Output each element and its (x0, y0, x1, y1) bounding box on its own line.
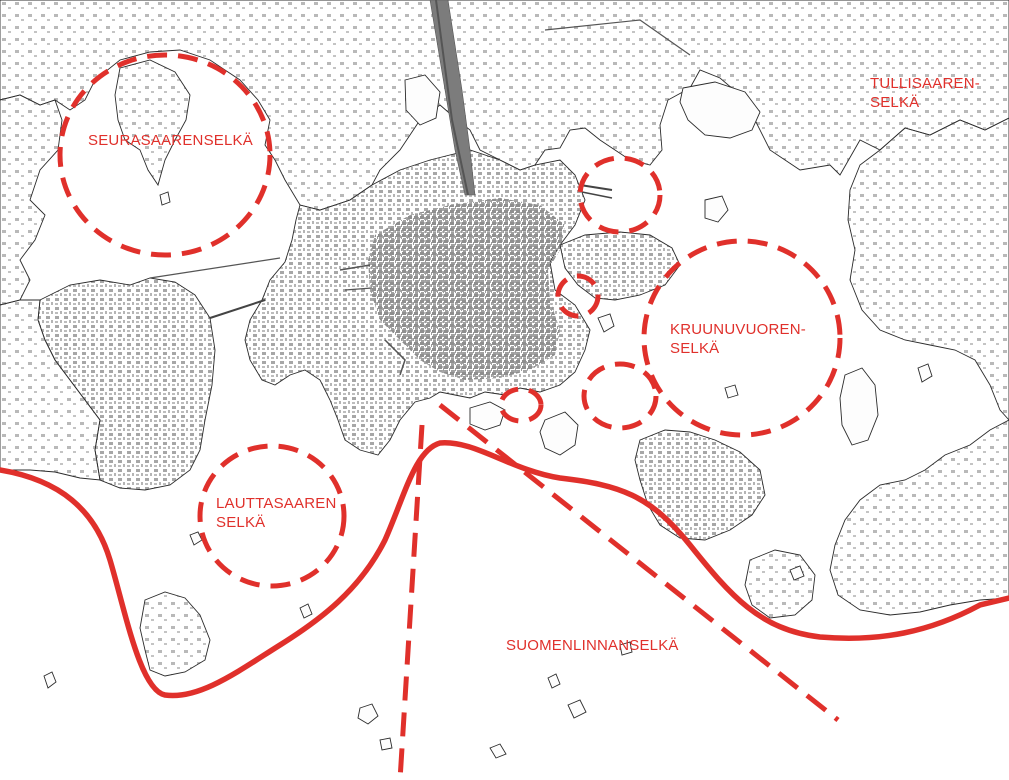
label-tullisaaren-line1: TULLISAAREN- (870, 75, 980, 92)
label-lauttasaaren-line1: LAUTTASAAREN (216, 495, 337, 512)
label-seurasaarenselka-text: SEURASAARENSELKÄ (88, 132, 253, 149)
islet-harbour-4 (404, 74, 441, 126)
harbour-pier-2 (581, 191, 613, 199)
label-seurasaarenselka: SEURASAARENSELKÄ (88, 131, 253, 150)
islet-small-4 (567, 699, 587, 719)
label-tullisaaren-line2: SELKÄ (870, 94, 920, 111)
islet-small-10 (724, 384, 739, 399)
small-harbour-circle-north (577, 155, 663, 235)
dashed-fairway-east (438, 403, 840, 722)
landmass-group (0, 0, 1009, 759)
lauttasaarenselka-area (197, 443, 347, 589)
islet-small-13 (789, 565, 805, 581)
islet-small-11 (159, 191, 171, 206)
islet-harbour-3 (679, 81, 761, 139)
landmass-suomenlinna-south (744, 549, 816, 619)
landmass-southwest-tip (139, 591, 211, 677)
small-harbour-circle-south (581, 361, 659, 431)
landmass-katajanokka (559, 231, 681, 301)
label-suomenlinnanselka-text: SUOMENLINNANSELKÄ (506, 637, 679, 654)
islet-small-3 (547, 673, 561, 689)
harbour-pier-1 (579, 184, 613, 191)
islet-small-5 (357, 703, 379, 725)
landmass-east-mainland (847, 117, 1009, 421)
islet-harbour-2 (469, 401, 506, 431)
railway-line (435, 0, 469, 196)
label-kruunuvuoren-line1: KRUUNUVUOREN- (670, 321, 806, 338)
bridge-lauttasaari (209, 299, 266, 319)
bridge-seurasaari (149, 257, 281, 279)
dashed-circle-group (57, 52, 843, 589)
landmass-downtown-core (368, 198, 565, 380)
road-north-east (544, 19, 691, 56)
infrastructure-group (149, 0, 691, 376)
label-kruunuvuoren-line2: SELKÄ (670, 340, 720, 357)
label-tullisaarenselka: TULLISAAREN- SELKÄ (870, 74, 980, 112)
label-suomenlinnanselka: SUOMENLINNANSELKÄ (506, 636, 679, 655)
landmass-west-peninsula (0, 94, 63, 306)
dashed-fairway-west (397, 424, 425, 780)
islet-small-1 (597, 313, 615, 333)
islet-small-14 (619, 641, 633, 656)
railway-yard (429, 0, 476, 196)
islet-small-8 (43, 671, 57, 689)
islet-small-6 (379, 737, 393, 751)
landmass-seurasaari (114, 59, 191, 187)
small-harbour-circle-market (498, 386, 544, 424)
seurasaarenselka-area (57, 52, 273, 258)
small-harbour-circle-mid (555, 273, 601, 319)
islet-east-2 (704, 195, 729, 223)
landmass-santahamina (829, 419, 1009, 616)
kruunuvuorenselka-area (641, 238, 843, 438)
islet-harbour-1 (539, 411, 579, 456)
islet-small-12 (299, 603, 313, 619)
islet-small-7 (489, 743, 507, 759)
islet-small-9 (917, 363, 933, 383)
label-kruunuvuorenselka: KRUUNUVUOREN- SELKÄ (670, 320, 806, 358)
label-lauttasaaren-line2: SELKÄ (216, 514, 266, 531)
harbour-basin-west (384, 339, 406, 376)
landmass-suomenlinna (634, 429, 766, 541)
solid-red-coastal-boundary (0, 440, 1009, 699)
harbour-pier-west-3 (344, 287, 373, 291)
landmass-espoo-west (0, 299, 101, 481)
islet-kruunuvuori-1 (839, 367, 879, 446)
label-lauttasaarenselka: LAUTTASAAREN SELKÄ (216, 494, 336, 532)
harbour-pier-west-2 (339, 264, 371, 271)
